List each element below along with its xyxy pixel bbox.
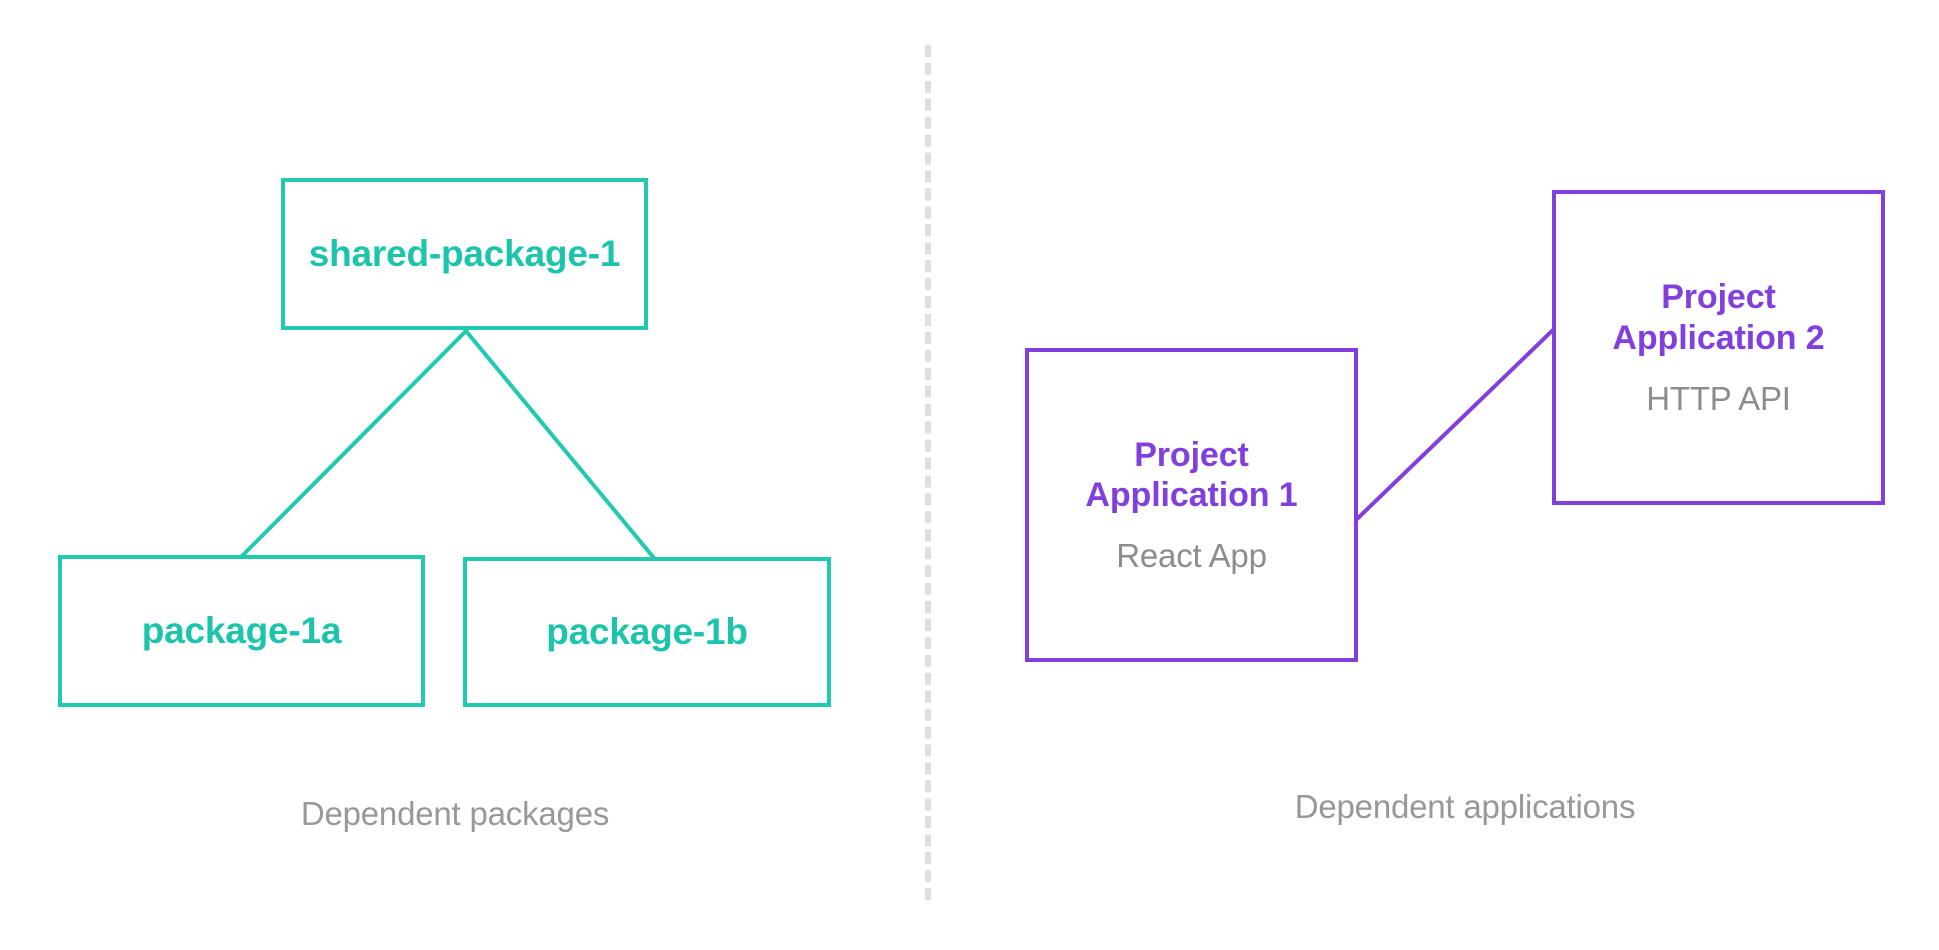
node-shared-package-1[interactable]: shared-package-1	[281, 178, 648, 330]
node-project-application-2[interactable]: Project Application 2 HTTP API	[1552, 190, 1885, 505]
node-subtitle: React App	[1116, 537, 1267, 575]
node-title: package-1b	[546, 611, 748, 653]
node-package-1a[interactable]: package-1a	[58, 555, 425, 707]
node-title: package-1a	[141, 610, 342, 652]
node-package-1b[interactable]: package-1b	[463, 557, 831, 707]
connector-edge-app1-to-app2	[1354, 327, 1556, 522]
node-title: Project Application 1	[1085, 435, 1298, 514]
vertical-dashed-divider	[925, 45, 931, 900]
connector-edge-shared-to-1b	[463, 328, 657, 561]
caption-dependent-applications: Dependent applications	[1294, 788, 1636, 825]
connector-edge-shared-to-1a	[239, 328, 469, 559]
node-title: Project Application 2	[1612, 278, 1825, 357]
node-title: shared-package-1	[308, 233, 621, 275]
caption-dependent-packages: Dependent packages	[300, 795, 610, 832]
node-project-application-1[interactable]: Project Application 1 React App	[1025, 348, 1358, 662]
node-subtitle: HTTP API	[1646, 379, 1791, 417]
